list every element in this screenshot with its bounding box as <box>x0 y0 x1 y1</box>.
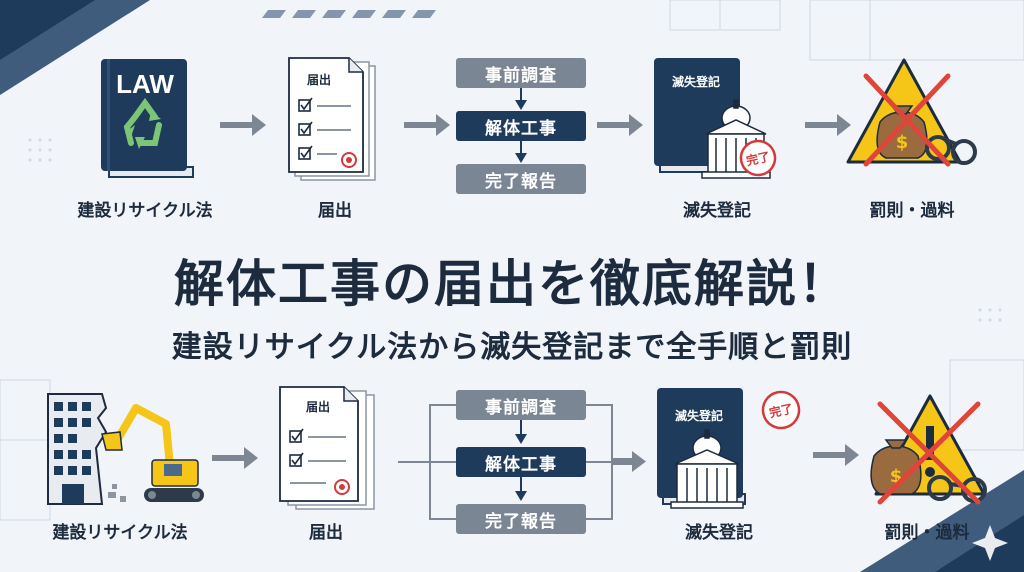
svg-text:$: $ <box>896 132 909 153</box>
step-demolition: 解体工事 <box>456 111 586 141</box>
step-demolition-bottom: 解体工事 <box>456 447 586 477</box>
registry-stamp: 完了 <box>745 149 772 169</box>
registry-caption: 滅失登記 <box>683 201 751 221</box>
registry-caption-bottom: 滅失登記 <box>685 523 753 543</box>
penalty-icon: $ <box>846 58 977 167</box>
notice-document-icon: 届出 <box>288 57 376 181</box>
government-building-icon <box>670 429 744 509</box>
notice-caption: 届出 <box>318 201 352 221</box>
registry-book-icon: 滅失登記 完了 <box>654 58 777 179</box>
arrow-down-icon <box>515 141 527 163</box>
notice-doc-title: 届出 <box>307 72 331 87</box>
handcuffs-icon <box>925 135 977 165</box>
arrow-down-icon <box>515 88 527 110</box>
arrow-right-icon <box>404 114 450 136</box>
arrow-right-icon <box>220 114 266 136</box>
page-title: 解体工事の届出を徹底解説！ <box>174 255 850 313</box>
page-subtitle: 建設リサイクル法から滅失登記まで全手順と罰則 <box>171 330 853 365</box>
arrow-down-icon <box>515 477 527 501</box>
arrow-right-icon <box>597 114 643 136</box>
arrow-right-icon <box>212 447 258 469</box>
law-book-label: LAW <box>116 69 174 99</box>
law-caption: 建設リサイクル法 <box>77 201 213 221</box>
process-bracket <box>398 404 646 520</box>
step-completion-report-bottom: 完了報告 <box>456 504 586 534</box>
registry-book-title: 滅失登記 <box>672 74 720 89</box>
notice-doc-title-bottom: 届出 <box>306 399 330 414</box>
law-book-icon: LAW <box>101 59 194 178</box>
penalty-caption: 罰則・過料 <box>869 201 955 221</box>
checkbox-icon <box>298 97 313 160</box>
step-completion-report: 完了報告 <box>456 164 586 194</box>
penalty-caption-bottom: 罰則・過料 <box>884 523 970 543</box>
demolition-building-icon <box>47 393 204 505</box>
registry-book-icon: 滅失登記 完了 <box>657 388 801 509</box>
registry-stamp-bottom: 完了 <box>768 401 795 421</box>
money-bag-icon: $ <box>876 105 928 159</box>
arrow-right-icon <box>813 444 859 466</box>
excavator-icon <box>101 404 204 502</box>
penalty-icon: $ <box>870 394 987 505</box>
arrow-down-icon <box>515 420 527 444</box>
step-pre-survey-bottom: 事前調査 <box>456 390 586 420</box>
step-pre-survey: 事前調査 <box>456 58 586 88</box>
notice-document-icon: 届出 <box>279 386 375 510</box>
law-caption-bottom: 建設リサイクル法 <box>52 523 188 543</box>
notice-caption-bottom: 届出 <box>309 523 343 543</box>
checkbox-icon <box>289 428 304 467</box>
arrow-right-icon <box>805 114 851 136</box>
registry-book-title-bottom: 滅失登記 <box>675 408 723 423</box>
